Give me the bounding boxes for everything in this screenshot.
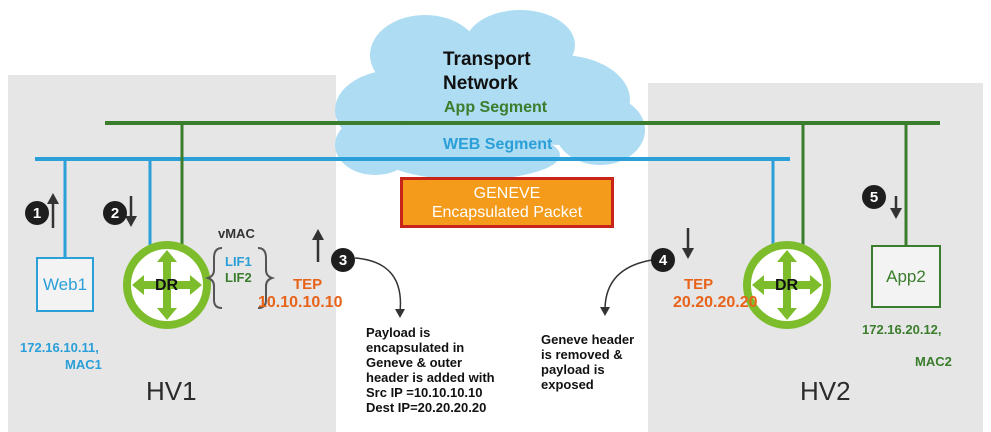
step3-note-line: header is added with (366, 370, 495, 385)
tep2-ip: 20.20.20.20 (673, 294, 758, 311)
web1-vm-label: Web1 (42, 274, 88, 294)
step3-note-line: Payload is (366, 325, 431, 340)
tep2-label: TEP (684, 276, 714, 293)
step3-note-line: encapsulated in (366, 340, 465, 355)
app2-ip-label: 172.16.20.12, (862, 322, 942, 337)
step-badge-5: 5 (862, 185, 886, 209)
web-segment-label: WEB Segment (443, 136, 553, 153)
dr2-router-icon (743, 241, 831, 329)
cloud-title-line1: Transport (443, 49, 531, 70)
web1-ip-label: 172.16.10.11, (20, 340, 99, 355)
tep1-ip: 10.10.10.10 (258, 294, 343, 311)
step4-note-line: is removed & (541, 347, 623, 362)
dr1-router-icon (123, 241, 211, 329)
step3-note-line: Src IP =10.10.10.10 (366, 385, 483, 400)
step-badge-1: 1 (25, 201, 49, 225)
web1-mac-label: MAC1 (65, 357, 102, 372)
tep1-label: TEP (293, 276, 323, 293)
step4-note-line: exposed (541, 377, 594, 392)
geneve-label-line1: GENEVE (473, 184, 541, 202)
lif1-label: LIF1 (225, 254, 252, 269)
app2-mac-label: MAC2 (915, 354, 952, 369)
lif2-label: LIF2 (225, 270, 252, 285)
geneve-packet-box: GENEVE Encapsulated Packet (400, 177, 614, 228)
step4-note: Geneve header is removed & payload is ex… (541, 332, 634, 392)
app2-vm-label: App2 (886, 266, 926, 286)
step3-note-line: Geneve & outer (366, 355, 463, 370)
hv2-label: HV2 (800, 376, 851, 406)
lif-brackets (204, 247, 276, 309)
app2-vm-box: App2 (871, 245, 941, 308)
step-badge-2: 2 (103, 201, 127, 225)
step-badge-4: 4 (651, 248, 675, 272)
step3-note-line: Dest IP=20.20.20.20 (366, 400, 487, 415)
geneve-label-line2: Encapsulated Packet (431, 203, 583, 221)
step3-note: Payload is encapsulated in Geneve & oute… (366, 325, 495, 415)
app-segment-label: App Segment (444, 99, 548, 116)
step4-note-line: Geneve header (541, 332, 635, 347)
callout-arrows (354, 257, 653, 313)
step-arrows (47, 193, 902, 262)
step4-note-line: payload is (541, 362, 605, 377)
web1-vm-box: Web1 (36, 257, 94, 312)
vmac-label: vMAC (218, 226, 255, 241)
transport-network-cloud (335, 10, 645, 180)
step-badge-3: 3 (331, 248, 355, 272)
dr2-label: DR (775, 277, 799, 294)
cloud-title-line2: Network (443, 73, 518, 94)
dr1-label: DR (155, 277, 179, 294)
hv1-label: HV1 (146, 376, 197, 406)
